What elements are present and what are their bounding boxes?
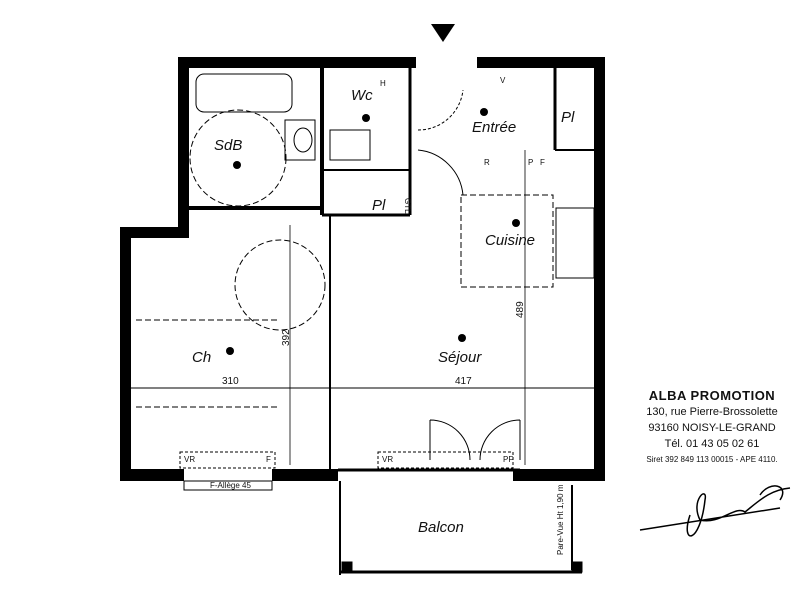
company-city: 93160 NOISY-LE-GRAND xyxy=(648,422,776,434)
room-label-entree: Entrée xyxy=(472,119,516,136)
room-label-sdb: SdB xyxy=(214,137,242,154)
h-label: H xyxy=(380,79,386,88)
window-sejour-pf: PF xyxy=(503,455,513,464)
room-label-cuisine: Cuisine xyxy=(485,232,535,249)
dimension-sejour-depth: 489 xyxy=(515,301,526,318)
dimension-ch-width: 310 xyxy=(222,376,239,387)
gtl-label: GTL xyxy=(403,198,412,214)
sink-sdb xyxy=(284,119,316,161)
toilet xyxy=(329,129,371,161)
room-label-placard-hall: Pl xyxy=(372,197,386,214)
window-sejour-vr: VR xyxy=(382,455,393,464)
dimension-ch-depth: 392 xyxy=(281,329,292,346)
company-address: 130, rue Pierre-Brossolette xyxy=(646,406,778,418)
pare-vue-label: Pare-Vue Ht 1,90 m xyxy=(556,484,565,555)
kitchen-zone xyxy=(460,194,554,288)
allege-label: F-Allège 45 xyxy=(210,481,251,490)
four-label: F xyxy=(540,158,545,167)
vent-label: V xyxy=(500,76,506,85)
company-phone: Tél. 01 43 05 02 61 xyxy=(664,438,760,450)
company-siret: Siret 392 849 113 00015 - APE 4110. xyxy=(646,455,778,464)
balcony-outline xyxy=(339,481,583,575)
fixtures xyxy=(136,73,595,491)
dimension-sejour-width: 417 xyxy=(455,376,472,387)
turning-circle-ch xyxy=(234,239,326,331)
room-label-chambre: Ch xyxy=(192,349,211,366)
company-name: ALBA PROMOTION xyxy=(648,388,776,403)
room-label-sejour: Séjour xyxy=(438,349,482,366)
window-ch-vr: VR xyxy=(184,455,195,464)
room-label-wc: Wc xyxy=(351,87,373,104)
plaque-label: P xyxy=(528,158,533,167)
bathtub xyxy=(195,73,293,113)
exterior-walls xyxy=(120,57,605,481)
company-stamp: ALBA PROMOTION 130, rue Pierre-Brossolet… xyxy=(622,388,800,468)
room-label-placard-entree: Pl xyxy=(561,109,575,126)
entrance-arrow-icon xyxy=(431,24,455,42)
kitchen-sink xyxy=(555,207,595,279)
room-label-balcon: Balcon xyxy=(418,519,464,536)
fridge-label: R xyxy=(484,158,490,167)
light-point-icons xyxy=(226,108,520,355)
window-ch-f: F xyxy=(266,455,271,464)
turning-circle-sdb xyxy=(189,109,287,207)
interior-walls xyxy=(131,68,594,470)
signature-image xyxy=(639,485,791,537)
